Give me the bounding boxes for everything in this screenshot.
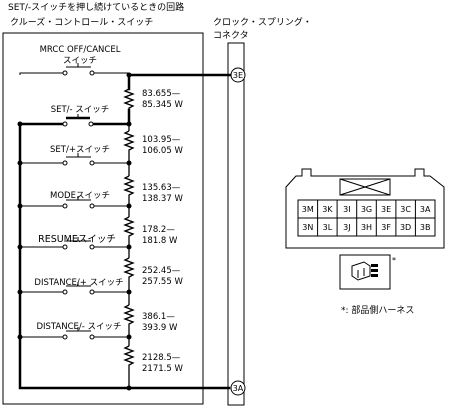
switch-label-mrcc-2: スイッチ <box>63 56 97 66</box>
terminal-3a <box>230 380 246 396</box>
pin-3e: 3E <box>381 205 391 214</box>
pin-3b: 3B <box>420 223 431 232</box>
resistor-2-value-a: 103.95— <box>142 135 181 145</box>
harness-note: *: 部品側ハーネス <box>341 304 414 316</box>
switch-label-set-minus: SET/- スイッチ <box>51 105 110 115</box>
harness-connector-icon <box>339 254 391 290</box>
pin-3c: 3C <box>400 205 411 214</box>
clock-spring-label-2: コネクタ <box>213 30 249 41</box>
pin-3j: 3J <box>343 223 350 232</box>
pin-3n: 3N <box>302 223 313 232</box>
resistor-2-value-b: 106.05 W <box>142 146 183 156</box>
resistor-1-value-b: 85.345 W <box>142 100 183 110</box>
clock-spring-label-1: クロック・スプリング・ <box>213 16 312 28</box>
pin-3g: 3G <box>361 205 372 214</box>
resistor-3 <box>123 175 135 197</box>
resistor-5 <box>123 257 135 279</box>
resistor-7 <box>123 345 135 367</box>
resistor-2 <box>123 130 135 152</box>
resistor-1-value-a: 83.655— <box>142 89 181 99</box>
resistor-6-value-b: 393.9 W <box>142 323 178 333</box>
resistor-7-value-b: 2171.5 W <box>142 364 183 374</box>
resistor-3-value-a: 135.63— <box>142 183 181 193</box>
switch-label-set-plus: SET/+スイッチ <box>50 145 110 155</box>
pin-3h: 3H <box>361 223 372 232</box>
diagram-title: SET/-スイッチを押し続けているときの回路 <box>8 1 184 13</box>
resistor-6 <box>123 304 135 326</box>
switch-assembly-box <box>2 32 204 405</box>
pin-3d: 3D <box>400 223 411 232</box>
terminal-3e-label: 3E <box>233 71 243 80</box>
resistor-1 <box>123 88 135 110</box>
terminal-3e <box>230 67 246 83</box>
pin-3a: 3A <box>420 205 431 214</box>
resistor-5-value-a: 252.45— <box>142 266 181 276</box>
resistor-4-value-a: 178.2— <box>142 225 175 235</box>
connector-face <box>285 168 445 249</box>
pin-3f: 3F <box>381 223 391 232</box>
terminal-3a-label: 3A <box>233 384 244 393</box>
pin-3i: 3I <box>343 205 350 214</box>
pin-3m: 3M <box>302 205 314 214</box>
pin-3k: 3K <box>322 205 333 214</box>
resistor-3-value-b: 138.37 W <box>142 194 183 204</box>
resistor-6-value-a: 386.1— <box>142 312 175 322</box>
switch-label-mode: MODEスイッチ <box>50 191 110 201</box>
clock-spring-column <box>227 42 245 406</box>
pin-3l: 3L <box>323 223 333 232</box>
switch-contacts <box>62 63 95 340</box>
resistor-4 <box>123 216 135 238</box>
switch-wiring <box>19 72 130 338</box>
resistor-4-value-b: 181.8 W <box>142 236 178 246</box>
switch-label-distance-minus: DISTANCE/- スイッチ <box>36 322 121 332</box>
switch-label-resume: RESUMEスイッチ <box>38 234 116 245</box>
resistor-5-value-b: 257.55 W <box>142 277 183 287</box>
resistor-7-value-a: 2128.5— <box>142 353 181 363</box>
switch-label-distance-plus: DISTANCE/+ スイッチ <box>34 278 123 288</box>
harness-asterisk: * <box>392 256 396 265</box>
cruise-switch-label: クルーズ・コントロール・スイッチ <box>10 16 153 28</box>
resistor-ladder <box>123 88 135 388</box>
junction-dots <box>17 72 132 391</box>
switch-label-mrcc: MRCC OFF/CANCEL <box>40 45 121 55</box>
